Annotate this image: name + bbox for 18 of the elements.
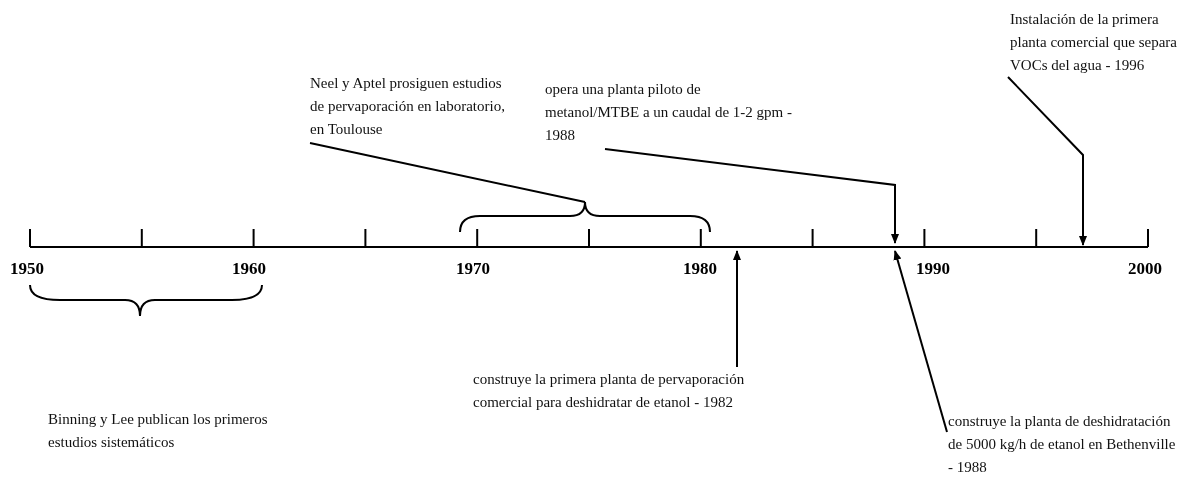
arrow — [893, 250, 948, 433]
event-text: Binning y Lee publican los primeros estudios sistemáticos — [48, 410, 269, 452]
leader-line — [309, 142, 586, 203]
year-label: 1990 — [916, 259, 950, 279]
year-label: 1970 — [456, 259, 490, 279]
event-text: Neel y Aptel prosiguen estudios de pervaporación en laboratorio, en Toulouse — [310, 74, 506, 139]
event-text: construye la planta de deshidratación de 5000 kg/h de etanol en Bethenville - 1988 — [948, 412, 1177, 477]
event-text: opera una planta piloto de metanol/MTBE a un caudal de 1-2 gpm - 1988 — [545, 80, 794, 145]
curly-brace — [459, 201, 711, 233]
year-label: 2000 — [1128, 259, 1162, 279]
year-label: 1980 — [683, 259, 717, 279]
arrow — [604, 148, 899, 244]
arrow — [733, 250, 741, 368]
year-label: 1960 — [232, 259, 266, 279]
event-text: construye la primera planta de pervaporación comercial para deshidratar de etanol - 1982 — [473, 370, 746, 412]
event-text: Instalación de la primera planta comercial que separa VOCs del agua - 1996 — [1010, 10, 1178, 75]
arrow — [1007, 76, 1087, 246]
year-label: 1950 — [10, 259, 44, 279]
